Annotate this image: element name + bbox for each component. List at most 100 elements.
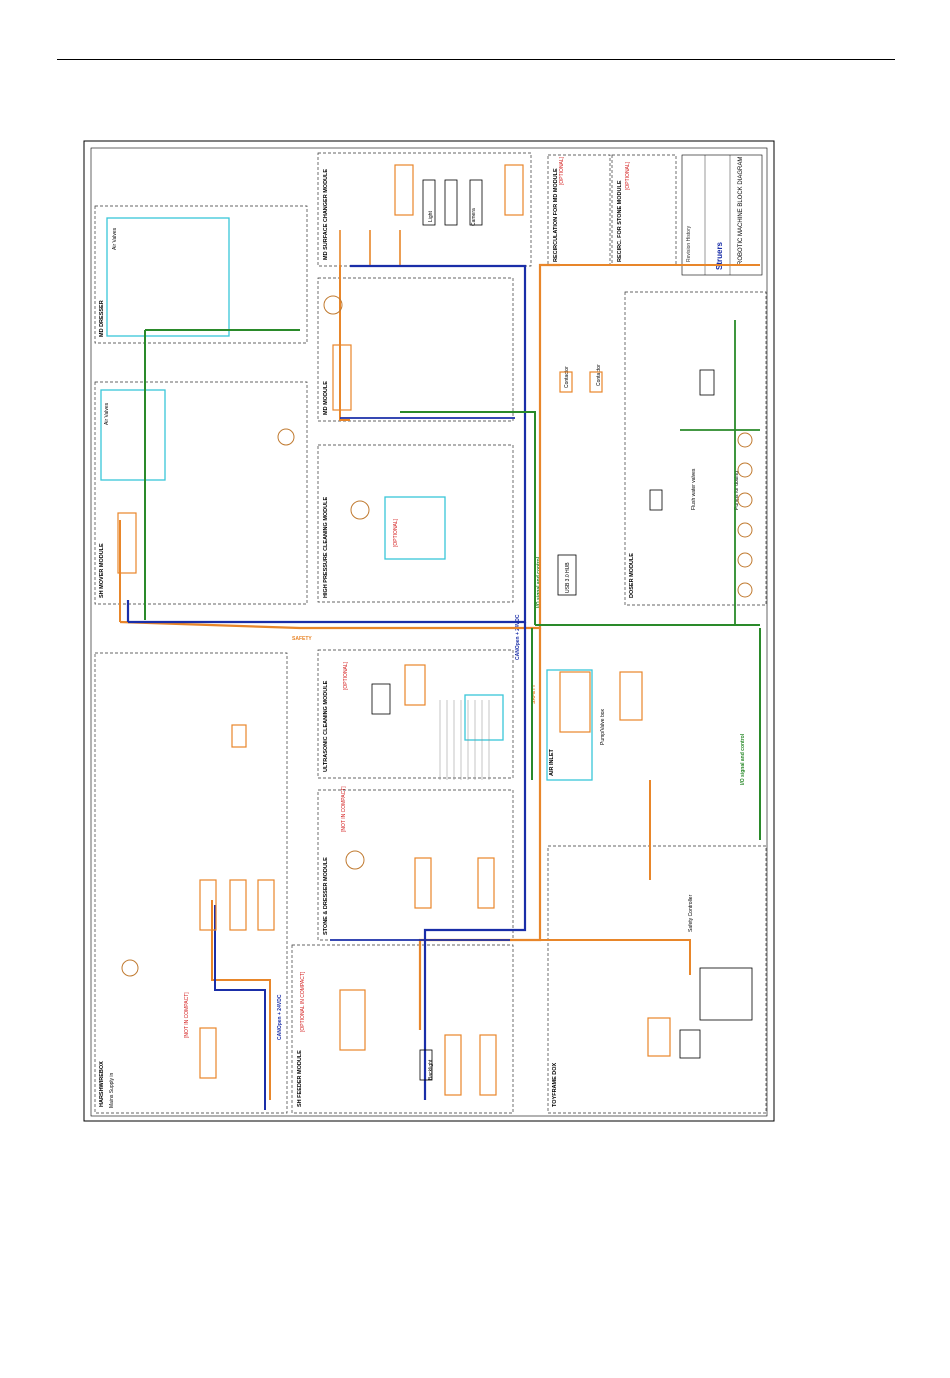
module-title-recirc-md: RECIRCULATION FOR MD MODULE bbox=[553, 168, 559, 262]
module-title-sh-feeder: SH FEEDER MODULE bbox=[297, 1050, 303, 1107]
camera-label: Camera bbox=[471, 208, 477, 226]
temp-sensor-box bbox=[619, 671, 643, 721]
module-title-md-dresser: MD DRESSER bbox=[99, 300, 105, 337]
rotation-lock-box bbox=[444, 179, 458, 226]
usb-hub-label: USB 3.0 HUB bbox=[565, 562, 571, 593]
io-signal-label-2: I/O signal and control bbox=[740, 733, 746, 785]
pump-4 bbox=[737, 522, 753, 538]
pumps-label: Pumps for dosing bbox=[734, 471, 740, 510]
module-title-dosing: DOSER MODULE bbox=[629, 553, 635, 598]
safety-controller-box bbox=[699, 967, 753, 1021]
optional-note-recirc-md: [OPTIONAL] bbox=[559, 156, 565, 185]
usb-hub-box bbox=[557, 554, 577, 596]
stepper-motor-feeder-2 bbox=[479, 1034, 497, 1096]
optional-box-hp-cleaning bbox=[384, 496, 446, 560]
safety-wire-wirebox bbox=[211, 900, 271, 1100]
revision-history-label: Revision History bbox=[686, 225, 692, 262]
io-wire-md bbox=[400, 411, 536, 625]
rfid-reader-box bbox=[339, 989, 366, 1051]
mains-supply-label: Mains Supply in bbox=[109, 1072, 115, 1108]
doser-camera-box bbox=[649, 489, 663, 511]
safety-bus-label-2: SAFETY bbox=[531, 684, 537, 704]
can-wire-main bbox=[126, 264, 527, 624]
stepper-motor-md bbox=[332, 344, 352, 411]
not-compact-note-stone: [NOT IN COMPACT] bbox=[341, 786, 347, 832]
motor-sh bbox=[277, 428, 295, 446]
stepper-motor-feeder-1 bbox=[444, 1034, 462, 1096]
optional-compact-note-feeder: [OPTIONAL IN COMPACT] bbox=[300, 971, 306, 1032]
air-valves-label-2: Air Valves bbox=[104, 402, 110, 425]
page-header-rule bbox=[57, 59, 895, 60]
module-box-md-dresser bbox=[94, 205, 308, 344]
camera-box bbox=[469, 179, 483, 226]
pump-5 bbox=[737, 552, 753, 568]
safety-controller-label: Safety Controller bbox=[688, 894, 694, 932]
module-box-harsh-wirebox bbox=[94, 652, 288, 1114]
pump-valve-label: Pump/Valve box bbox=[600, 708, 606, 745]
air-valves-box-sh-mover bbox=[100, 389, 166, 481]
module-title-ultrasonic: ULTRASONIC CLEANING MODULE bbox=[323, 680, 329, 772]
optional-note-ultrasonic: [OPTIONAL] bbox=[343, 661, 349, 690]
module-box-sh-feeder bbox=[291, 944, 514, 1114]
feeder-camera-box bbox=[419, 1049, 433, 1081]
contactor-2 bbox=[589, 371, 603, 393]
contactor-label-2: Contactor bbox=[596, 364, 602, 386]
flush-valves-label: Flush water valves bbox=[691, 468, 697, 510]
stepper-motor-changer-2 bbox=[504, 164, 524, 216]
module-box-ultrasonic bbox=[317, 649, 514, 779]
backlight-label: Backlight bbox=[428, 1059, 434, 1080]
module-title-md: MD MODULE bbox=[323, 381, 329, 415]
module-title-toyframe: TOYFRAME DOX bbox=[552, 1062, 558, 1107]
title-block-heading: ROBOTIC MACHINE BLOCK DIAGRAM bbox=[738, 157, 744, 265]
ventilation-box-ultrasonic bbox=[464, 694, 504, 741]
light-label: Light bbox=[428, 211, 434, 222]
backlight-doser-box bbox=[699, 369, 715, 396]
frequency-inverter-3 bbox=[229, 879, 247, 931]
air-inlet-box bbox=[546, 669, 593, 781]
can-wire-wirebox bbox=[214, 905, 266, 1110]
motor-hp bbox=[350, 500, 370, 520]
stepper-motor-stone-1 bbox=[414, 857, 432, 909]
contactor-1 bbox=[559, 371, 573, 393]
optional-note-hp: [OPTIONAL] bbox=[393, 518, 399, 547]
frequency-inverter-4 bbox=[257, 879, 275, 931]
module-title-sh-mover: SH MOVER MODULE bbox=[99, 543, 105, 598]
module-box-toyframe bbox=[547, 845, 767, 1114]
can-bus-label: CANOpen + 24VDC bbox=[515, 614, 521, 660]
struers-logo: Struers bbox=[715, 241, 724, 270]
stepper-motor-sh-mover bbox=[117, 512, 137, 574]
pump-3 bbox=[737, 492, 753, 508]
module-title-hp-cleaning: HIGH PRESSURE CLEANING MODULE bbox=[323, 497, 329, 598]
safety-wire-lower bbox=[418, 628, 542, 1030]
beacon-box bbox=[679, 1029, 701, 1059]
stepper-motor-changer-1 bbox=[394, 164, 414, 216]
cleaning-water-box bbox=[404, 664, 426, 706]
module-title-air-inlet: AIR INLET bbox=[549, 748, 555, 776]
title-block: ROBOTIC MACHINE BLOCK DIAGRAM Struers Re… bbox=[681, 154, 763, 276]
can-bus-label-2: CANOpen + 24VDC bbox=[277, 994, 283, 1040]
module-box-dosing bbox=[624, 291, 767, 606]
module-title-md-surface-changer: MD SURFACE CHANGER MODULE bbox=[323, 169, 329, 260]
safety-wire-changer bbox=[339, 230, 401, 265]
motor-md bbox=[323, 295, 343, 315]
optional-note-recirc-stone: [OPTIONAL] bbox=[625, 161, 631, 190]
component-layer bbox=[117, 164, 753, 1096]
contactor-label-1: Contactor bbox=[564, 366, 570, 388]
safety-wire-toyframe bbox=[520, 939, 691, 975]
pump-1 bbox=[737, 432, 753, 448]
motor-stone bbox=[345, 850, 365, 870]
module-title-stone-dresser: STONE & DRESSER MODULE bbox=[323, 857, 329, 935]
safety-wire-md bbox=[339, 265, 350, 421]
frequency-inverter-2 bbox=[199, 879, 217, 931]
cb-box bbox=[231, 724, 247, 748]
pump-2 bbox=[737, 462, 753, 478]
rfid-toyframe-box bbox=[647, 1017, 671, 1057]
not-compact-note-wirebox: [NOT IN COMPACT] bbox=[184, 992, 190, 1038]
module-title-harsh-wirebox: HARSHWIREBOX bbox=[99, 1061, 105, 1107]
io-wire-pumps bbox=[680, 320, 760, 625]
can-wire-lower bbox=[423, 622, 527, 1100]
air-valves-box-md-dresser bbox=[106, 217, 230, 337]
module-title-recirc-stone: RECIRC. FOR STONE MODULE bbox=[617, 180, 623, 262]
pressure-box bbox=[559, 671, 591, 733]
